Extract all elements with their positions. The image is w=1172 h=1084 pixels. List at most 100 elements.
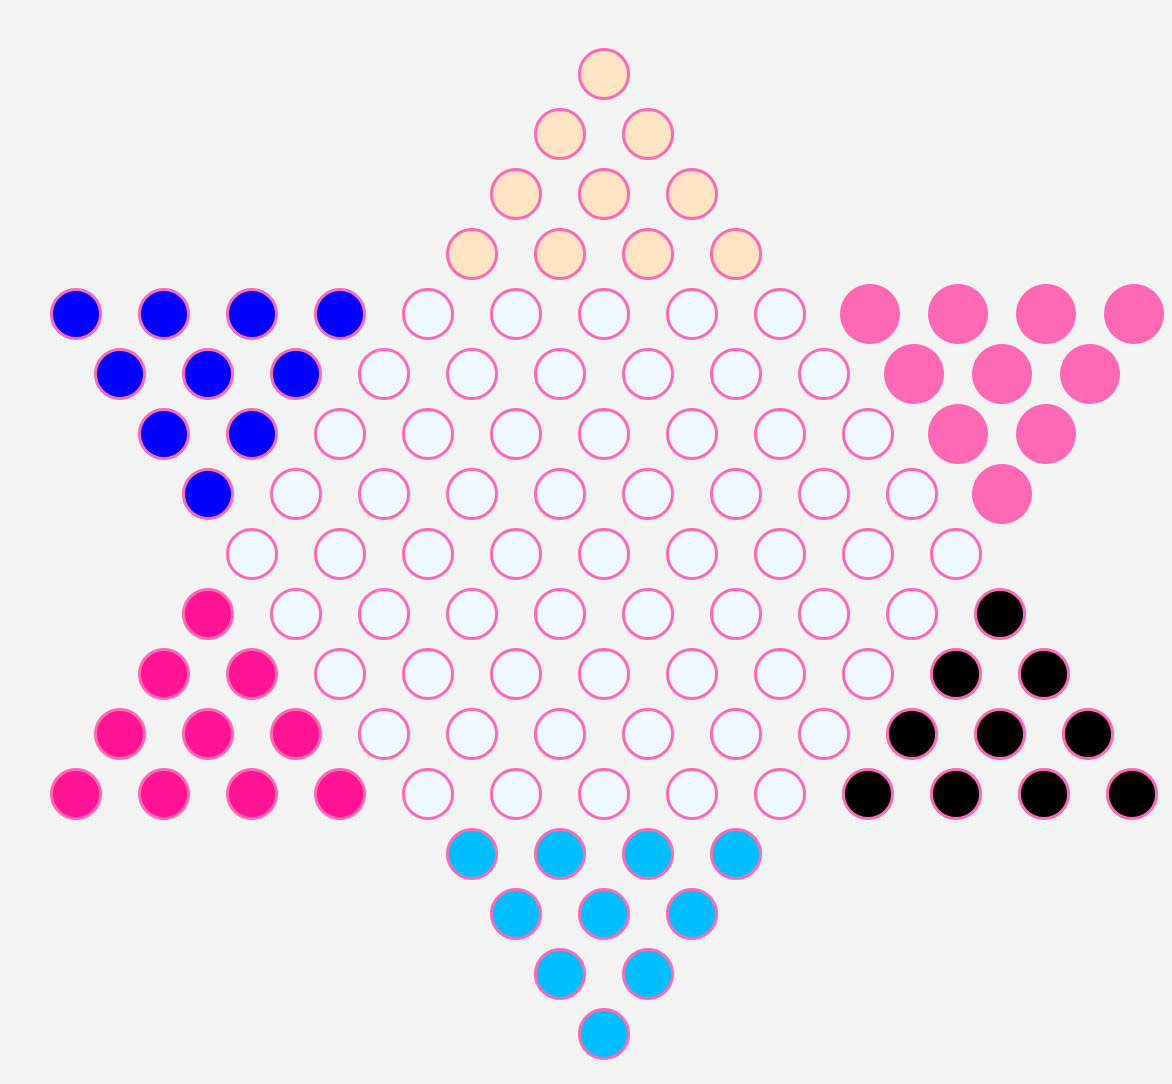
empty-hole[interactable]: [534, 708, 586, 760]
empty-hole[interactable]: [798, 348, 850, 400]
marble-black[interactable]: [1018, 648, 1070, 700]
empty-hole[interactable]: [666, 768, 718, 820]
marble-hotpink[interactable]: [1060, 344, 1120, 404]
empty-hole[interactable]: [578, 528, 630, 580]
empty-hole[interactable]: [666, 408, 718, 460]
marble-hotpink[interactable]: [1016, 284, 1076, 344]
marble-deeppink[interactable]: [226, 648, 278, 700]
empty-hole[interactable]: [578, 408, 630, 460]
marble-hotpink[interactable]: [1016, 404, 1076, 464]
marble-deeppink[interactable]: [50, 768, 102, 820]
marble-deeppink[interactable]: [226, 768, 278, 820]
empty-hole[interactable]: [754, 528, 806, 580]
marble-skyblue[interactable]: [622, 828, 674, 880]
empty-hole[interactable]: [490, 288, 542, 340]
empty-hole[interactable]: [666, 528, 718, 580]
marble-black[interactable]: [1018, 768, 1070, 820]
empty-hole[interactable]: [798, 588, 850, 640]
empty-hole[interactable]: [578, 648, 630, 700]
empty-hole[interactable]: [358, 468, 410, 520]
empty-hole[interactable]: [490, 768, 542, 820]
marble-peach[interactable]: [622, 108, 674, 160]
marble-skyblue[interactable]: [578, 888, 630, 940]
marble-peach[interactable]: [534, 228, 586, 280]
empty-hole[interactable]: [314, 408, 366, 460]
marble-skyblue[interactable]: [622, 948, 674, 1000]
marble-skyblue[interactable]: [710, 828, 762, 880]
marble-peach[interactable]: [666, 168, 718, 220]
empty-hole[interactable]: [358, 708, 410, 760]
empty-hole[interactable]: [710, 588, 762, 640]
empty-hole[interactable]: [754, 408, 806, 460]
empty-hole[interactable]: [226, 528, 278, 580]
empty-hole[interactable]: [446, 348, 498, 400]
marble-peach[interactable]: [534, 108, 586, 160]
empty-hole[interactable]: [490, 648, 542, 700]
marble-deeppink[interactable]: [94, 708, 146, 760]
empty-hole[interactable]: [578, 768, 630, 820]
empty-hole[interactable]: [270, 588, 322, 640]
marble-hotpink[interactable]: [972, 344, 1032, 404]
marble-skyblue[interactable]: [534, 948, 586, 1000]
marble-peach[interactable]: [490, 168, 542, 220]
empty-hole[interactable]: [402, 648, 454, 700]
empty-hole[interactable]: [622, 468, 674, 520]
marble-black[interactable]: [930, 768, 982, 820]
marble-hotpink[interactable]: [928, 284, 988, 344]
empty-hole[interactable]: [842, 648, 894, 700]
marble-blue[interactable]: [182, 348, 234, 400]
marble-hotpink[interactable]: [928, 404, 988, 464]
empty-hole[interactable]: [886, 588, 938, 640]
marble-skyblue[interactable]: [446, 828, 498, 880]
marble-black[interactable]: [974, 708, 1026, 760]
empty-hole[interactable]: [666, 648, 718, 700]
marble-skyblue[interactable]: [490, 888, 542, 940]
empty-hole[interactable]: [930, 528, 982, 580]
empty-hole[interactable]: [622, 588, 674, 640]
marble-skyblue[interactable]: [666, 888, 718, 940]
empty-hole[interactable]: [314, 648, 366, 700]
empty-hole[interactable]: [402, 288, 454, 340]
marble-blue[interactable]: [270, 348, 322, 400]
empty-hole[interactable]: [710, 468, 762, 520]
marble-deeppink[interactable]: [182, 708, 234, 760]
empty-hole[interactable]: [886, 468, 938, 520]
marble-hotpink[interactable]: [840, 284, 900, 344]
empty-hole[interactable]: [490, 528, 542, 580]
empty-hole[interactable]: [534, 468, 586, 520]
marble-peach[interactable]: [578, 168, 630, 220]
marble-black[interactable]: [930, 648, 982, 700]
empty-hole[interactable]: [666, 288, 718, 340]
empty-hole[interactable]: [710, 348, 762, 400]
empty-hole[interactable]: [754, 768, 806, 820]
empty-hole[interactable]: [446, 588, 498, 640]
marble-black[interactable]: [1062, 708, 1114, 760]
empty-hole[interactable]: [578, 288, 630, 340]
marble-skyblue[interactable]: [534, 828, 586, 880]
marble-deeppink[interactable]: [138, 768, 190, 820]
empty-hole[interactable]: [402, 408, 454, 460]
empty-hole[interactable]: [710, 708, 762, 760]
marble-hotpink[interactable]: [1104, 284, 1164, 344]
empty-hole[interactable]: [402, 768, 454, 820]
marble-deeppink[interactable]: [182, 588, 234, 640]
marble-hotpink[interactable]: [884, 344, 944, 404]
marble-peach[interactable]: [578, 48, 630, 100]
marble-peach[interactable]: [446, 228, 498, 280]
marble-blue[interactable]: [138, 408, 190, 460]
marble-blue[interactable]: [138, 288, 190, 340]
marble-peach[interactable]: [622, 228, 674, 280]
marble-deeppink[interactable]: [270, 708, 322, 760]
marble-black[interactable]: [1106, 768, 1158, 820]
marble-blue[interactable]: [226, 408, 278, 460]
empty-hole[interactable]: [358, 588, 410, 640]
empty-hole[interactable]: [314, 528, 366, 580]
marble-hotpink[interactable]: [972, 464, 1032, 524]
empty-hole[interactable]: [270, 468, 322, 520]
marble-deeppink[interactable]: [138, 648, 190, 700]
empty-hole[interactable]: [402, 528, 454, 580]
empty-hole[interactable]: [754, 648, 806, 700]
empty-hole[interactable]: [622, 348, 674, 400]
marble-blue[interactable]: [94, 348, 146, 400]
marble-black[interactable]: [974, 588, 1026, 640]
